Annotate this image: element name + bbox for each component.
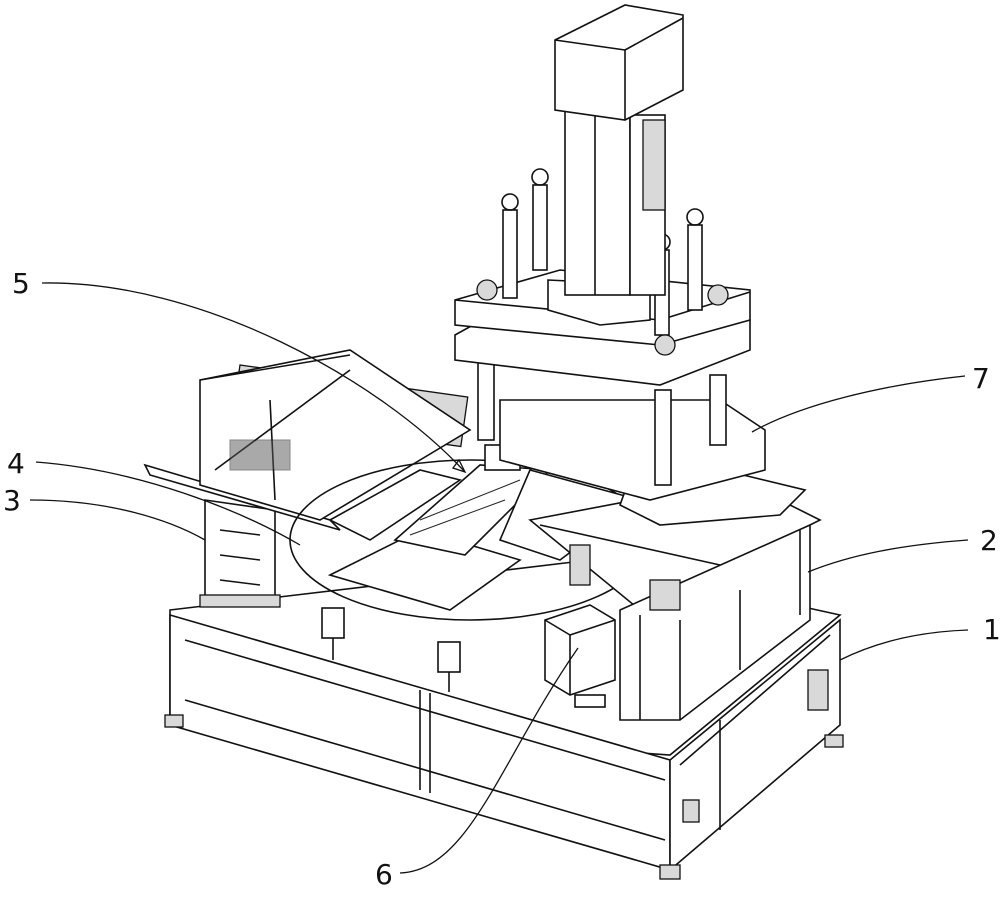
leader-line-2: [807, 539, 969, 573]
press-unit: [454, 4, 807, 526]
leader-line-5: [41, 282, 466, 473]
callout-3: 3: [3, 484, 21, 517]
callout-5: 5: [12, 267, 30, 300]
leader-line-6: [399, 647, 579, 874]
leader-line-7: [751, 375, 966, 433]
table-sensors: [321, 607, 461, 692]
feeding-module: [143, 349, 472, 531]
leader-line-1: [839, 629, 969, 661]
leader-line-3: [29, 499, 206, 541]
callout-4: 4: [7, 447, 25, 480]
callout-6: 6: [375, 858, 393, 891]
rotary-table: [289, 444, 651, 621]
callout-7: 7: [972, 362, 990, 395]
left-stand: [199, 499, 281, 608]
callout-labels: 1 2 3 4 5 6 7: [3, 267, 1000, 891]
callout-2: 2: [980, 524, 998, 557]
callout-1: 1: [983, 613, 1000, 646]
leader-line-4: [35, 461, 301, 546]
leader-lines: [29, 282, 969, 874]
